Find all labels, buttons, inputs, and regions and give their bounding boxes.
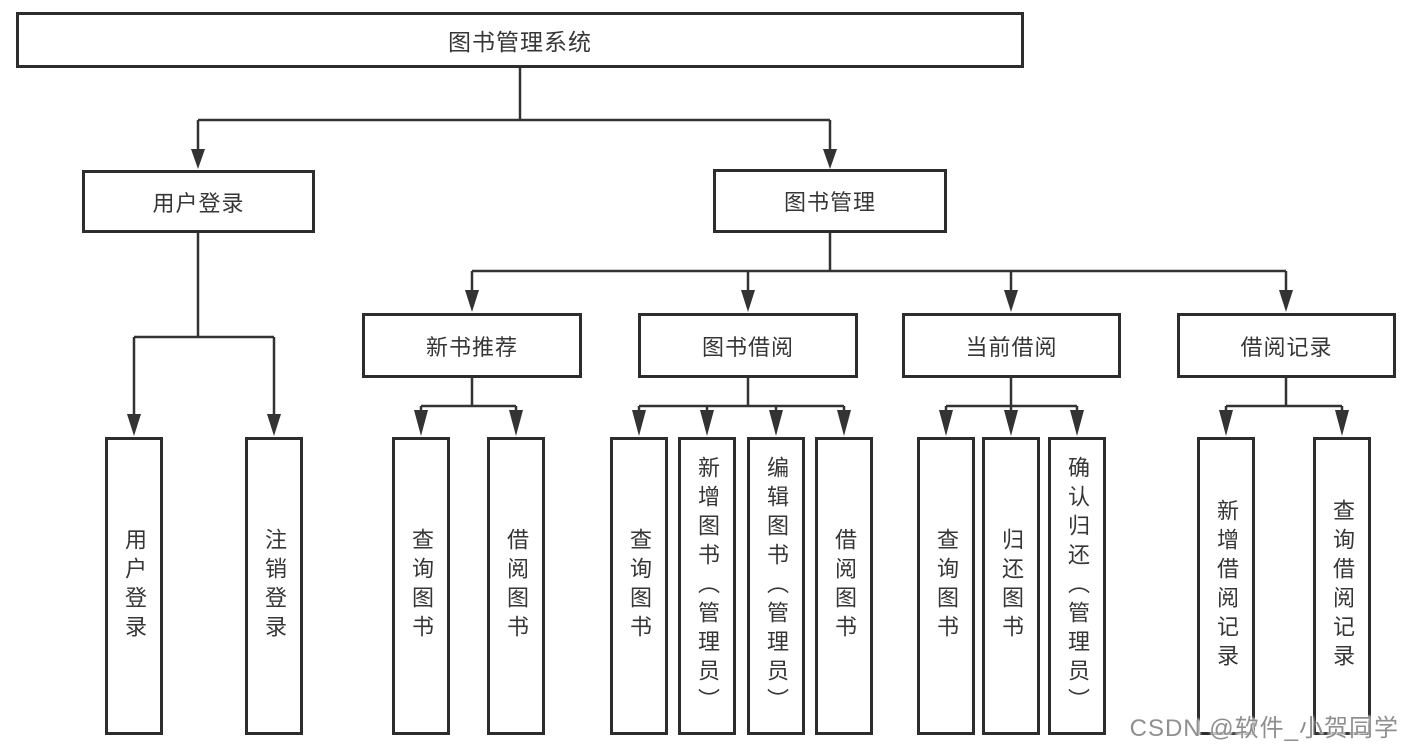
leaf-edit-book-admin: 编辑图书（管理员） (747, 437, 805, 735)
leaf-label: 注销登录 (262, 528, 287, 644)
leaf-label: 新增借阅记录 (1214, 499, 1239, 673)
leaf-label: 查询图书 (409, 528, 434, 644)
leaf-label: 新增图书（管理员） (695, 455, 720, 717)
leaf-add-borrow-record: 新增借阅记录 (1197, 437, 1255, 735)
node-current-borrow: 当前借阅 (902, 313, 1121, 378)
leaf-label: 编辑图书（管理员） (764, 455, 789, 717)
leaf-logout-login: 注销登录 (245, 437, 303, 735)
node-book-borrow: 图书借阅 (638, 313, 858, 378)
leaf-label: 查询图书 (627, 528, 652, 644)
leaf-return-book: 归还图书 (982, 437, 1040, 735)
leaf-label: 确认归还（管理员） (1065, 455, 1090, 717)
watermark: CSDN @软件_小贺同学 (1129, 715, 1399, 742)
leaf-user-login: 用户登录 (105, 437, 163, 735)
leaf-borrow-book: 借阅图书 (815, 437, 873, 735)
leaf-query-book: 查询图书 (392, 437, 450, 735)
node-new-book-recommend: 新书推荐 (362, 313, 582, 378)
leaf-query-borrow-record: 查询借阅记录 (1313, 437, 1371, 735)
node-book-management: 图书管理 (713, 169, 947, 233)
leaf-label: 借阅图书 (832, 528, 857, 644)
leaf-label: 用户登录 (122, 528, 147, 644)
node-library-management-system: 图书管理系统 (16, 12, 1024, 68)
leaf-label: 借阅图书 (504, 528, 529, 644)
leaf-borrow-book: 借阅图书 (487, 437, 545, 735)
leaf-confirm-return-admin: 确认归还（管理员） (1048, 437, 1106, 735)
leaf-query-book: 查询图书 (917, 437, 975, 735)
node-borrow-record: 借阅记录 (1177, 313, 1396, 378)
leaf-query-book: 查询图书 (610, 437, 668, 735)
leaf-label: 归还图书 (999, 528, 1024, 644)
leaf-label: 查询图书 (934, 528, 959, 644)
node-user-login: 用户登录 (82, 170, 315, 233)
leaf-label: 查询借阅记录 (1330, 499, 1355, 673)
leaf-add-book-admin: 新增图书（管理员） (678, 437, 736, 735)
